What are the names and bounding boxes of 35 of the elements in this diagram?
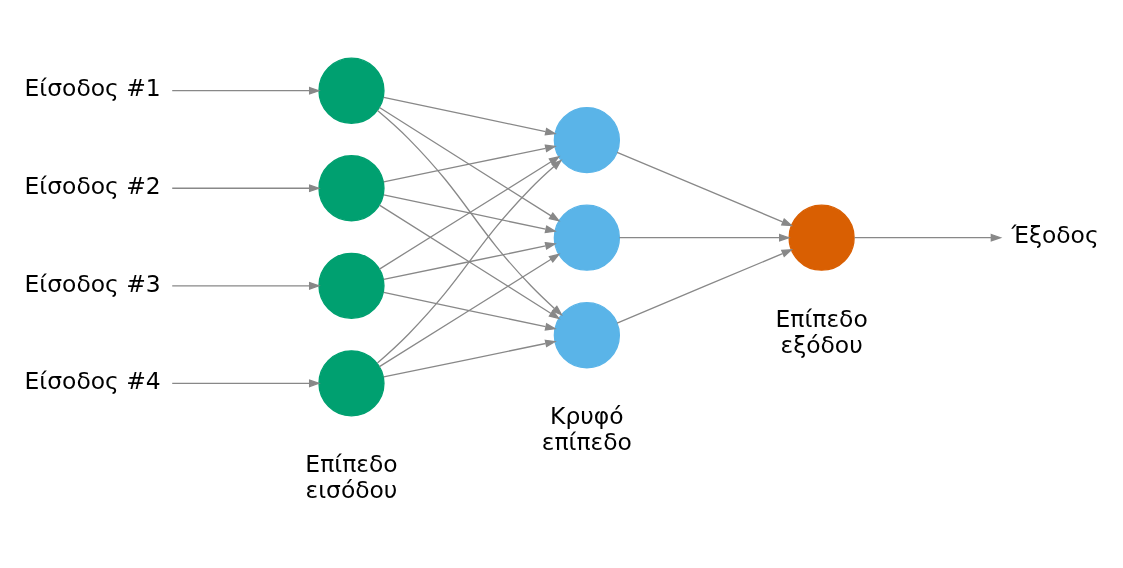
node-text: Έξοδος [1011,220,1099,249]
arrow [618,233,791,242]
node-circle [553,204,621,271]
arrow [171,378,321,387]
arrow [378,252,561,367]
label: Επίπεδο εισόδου [305,449,398,504]
arrow [383,143,557,182]
arrow [171,281,321,290]
arrow [376,158,563,364]
node-text: Είσοδος #2 [24,171,161,200]
label: Κρυφό επίπεδο [541,401,632,456]
arrow [376,109,563,316]
arrow [378,155,561,270]
arrow [171,183,321,192]
arrow [383,193,557,233]
arrow [383,291,557,331]
arrow [378,203,561,319]
arrow [383,96,557,136]
node-text: Είσοδος #4 [24,366,161,395]
arrow [616,248,794,324]
label: Επίπεδο εξόδου [775,304,868,359]
node-circle [318,154,385,221]
node-text: Είσοδος #3 [24,269,161,298]
arrow [383,339,557,378]
node-text: Είσοδος #1 [24,73,161,102]
arrow [616,151,794,226]
node-circle [318,252,385,319]
arrow [383,241,557,280]
arrow [853,233,1003,242]
node-circle [318,57,385,124]
node-circle [788,204,855,271]
arrow [171,86,321,95]
node-circle [553,106,621,173]
arrow [378,106,561,222]
node-circle [318,349,385,416]
